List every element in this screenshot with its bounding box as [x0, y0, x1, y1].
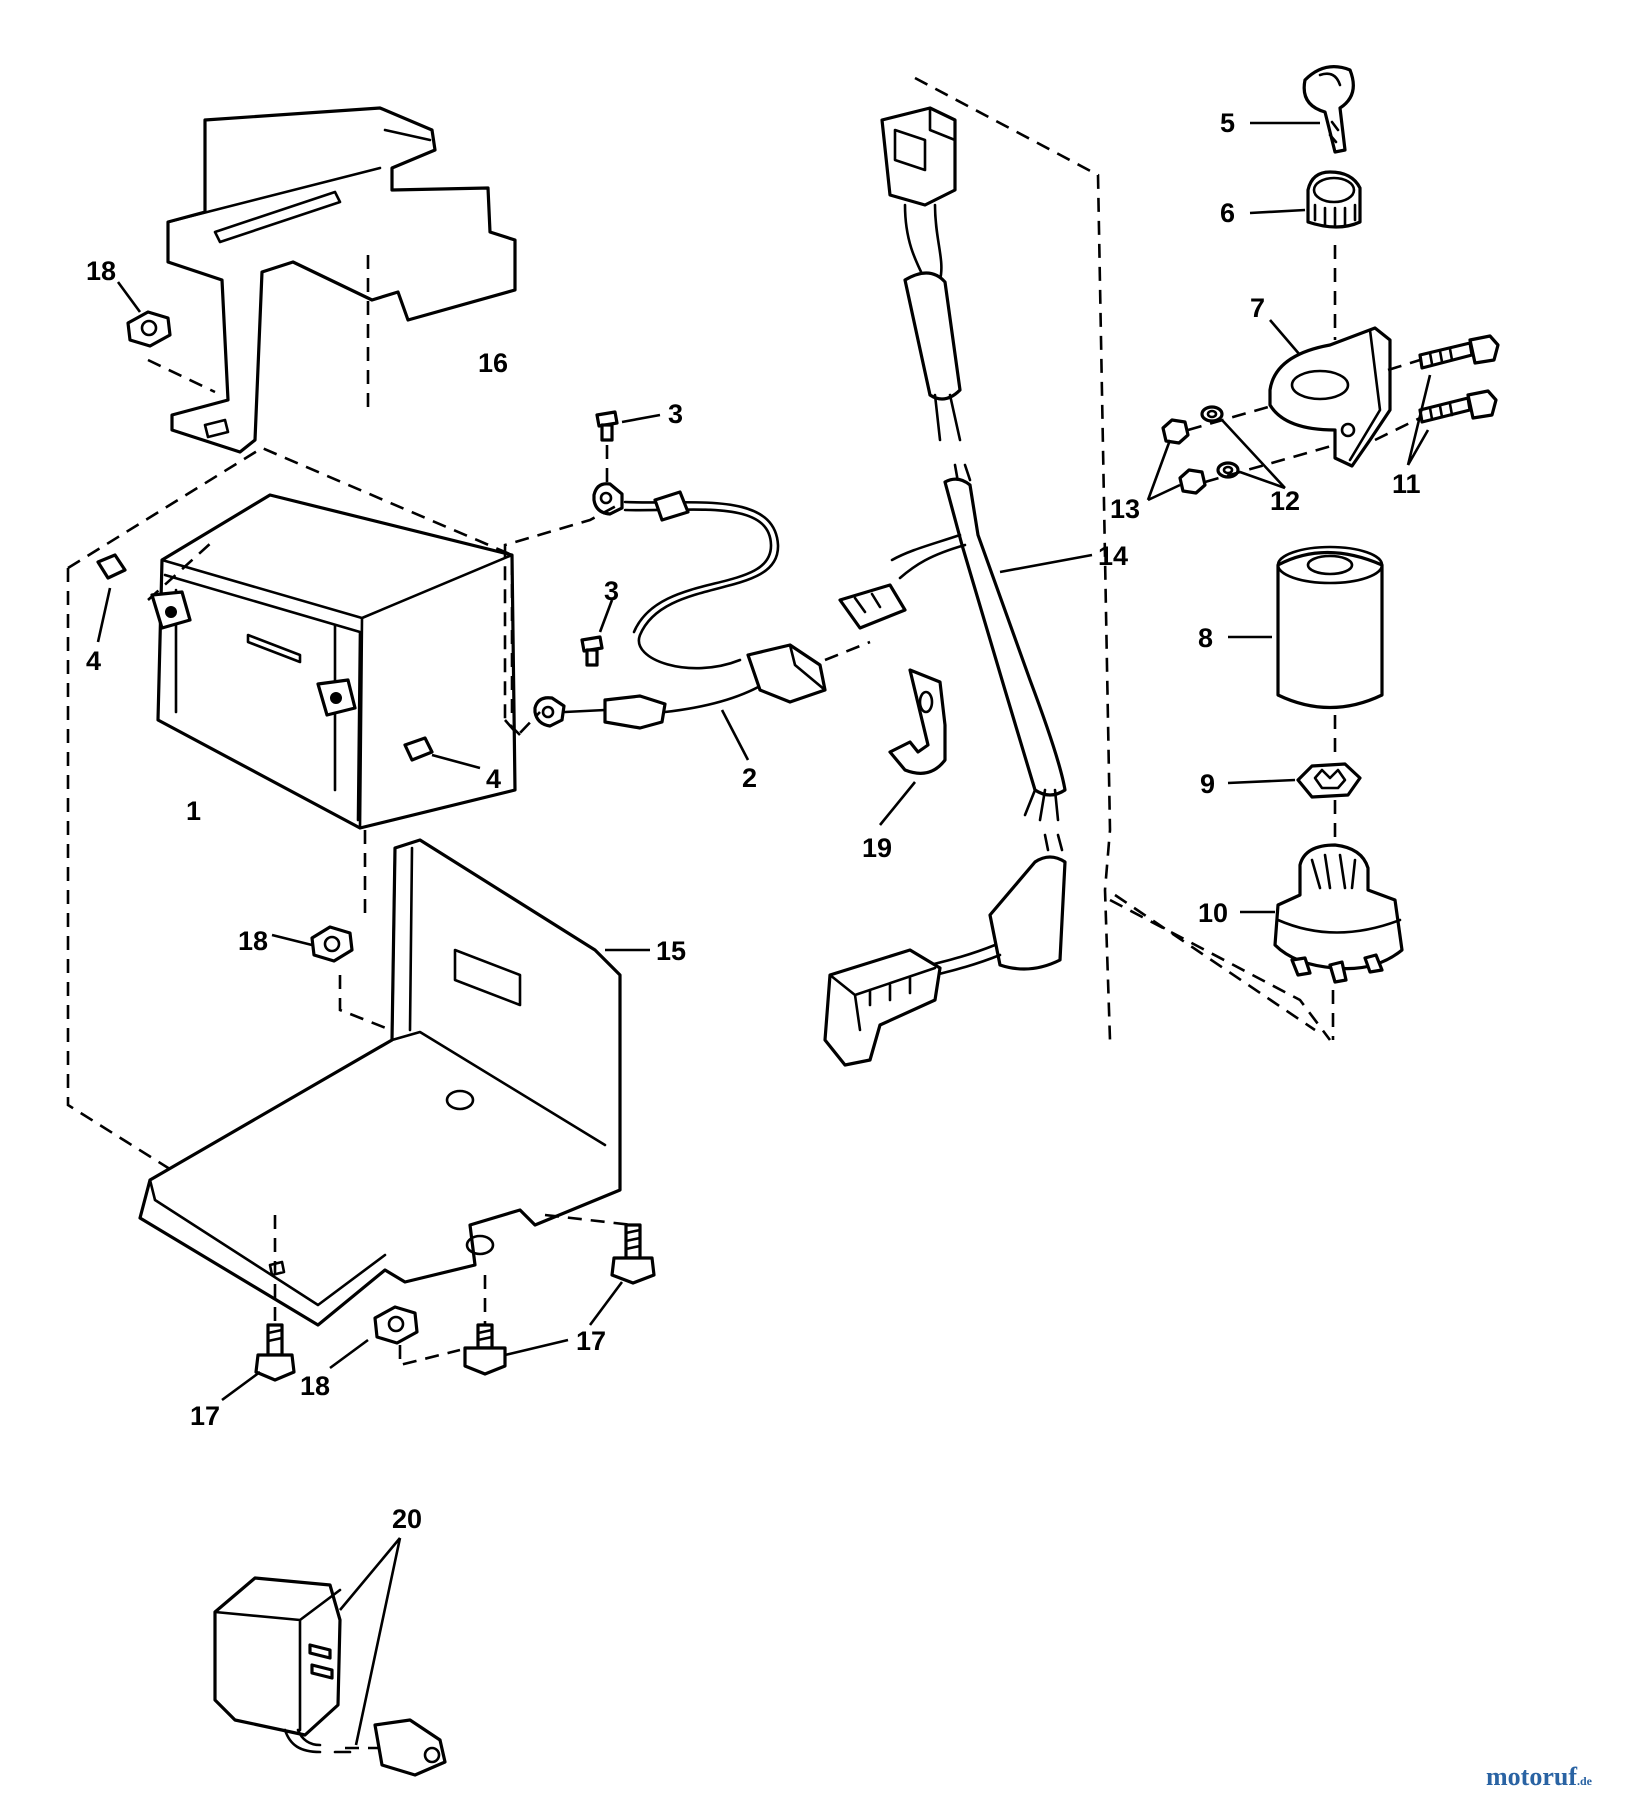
- callout-1: 1: [186, 796, 201, 826]
- callout-3a: 3: [668, 399, 683, 429]
- part-12-washer-lower: [1216, 461, 1240, 479]
- callout-18c: 18: [300, 1371, 330, 1401]
- callout-6: 6: [1220, 198, 1235, 228]
- part-4-square-nut-bottom: [403, 736, 434, 762]
- part-13-nut-upper: [1161, 418, 1190, 445]
- callout-12: 12: [1270, 486, 1300, 516]
- leader-11: [1406, 374, 1432, 466]
- callout-18a: 18: [86, 256, 116, 286]
- part-17-screw-middle: [463, 1323, 507, 1376]
- part-11-bolt-upper: [1418, 334, 1500, 370]
- callout-5: 5: [1220, 108, 1235, 138]
- part-5-key: [1302, 65, 1355, 154]
- callout-20: 20: [392, 1504, 422, 1534]
- part-12-washer-upper: [1200, 405, 1224, 423]
- callout-4b: 4: [486, 764, 501, 794]
- callout-3b: 3: [604, 576, 619, 606]
- part-10-ignition-switch: [1273, 843, 1404, 984]
- part-6-knurled-nut: [1306, 170, 1362, 229]
- part-14-wire-harness: [823, 106, 1067, 1067]
- leader-4a: [96, 587, 112, 643]
- part-11-bolt-lower: [1418, 389, 1498, 424]
- part-9-lock-nut: [1296, 762, 1362, 799]
- part-1-battery: [150, 493, 517, 830]
- bolt11a-dash: [1387, 358, 1421, 372]
- callout-18b: 18: [238, 926, 268, 956]
- nut13a-dash: [1187, 403, 1276, 432]
- part-18-hex-nut-middle: [310, 925, 354, 963]
- watermark-logo: motoruf.de: [1486, 1762, 1592, 1792]
- part-18-hex-nut-top: [126, 310, 172, 348]
- leader-14: [999, 553, 1093, 574]
- ignition-frame-dash-1: [914, 76, 1112, 1041]
- callout-14: 14: [1098, 541, 1128, 571]
- leader-2: [720, 709, 750, 761]
- callout-4a: 4: [86, 646, 101, 676]
- leader-9: [1227, 778, 1296, 785]
- leader-20: [339, 1537, 402, 1746]
- part-13-nut-lower: [1178, 468, 1207, 495]
- nut18c-dash: [398, 1345, 461, 1367]
- callout-17a: 17: [190, 1401, 220, 1431]
- leader-3b: [598, 599, 614, 633]
- leader-17c: [588, 1281, 624, 1326]
- leader-18c: [329, 1338, 369, 1370]
- cable-to-harness-dash: [824, 640, 871, 662]
- leader-7: [1269, 319, 1301, 356]
- nut18b-dash: [338, 975, 481, 1067]
- leader-3a: [621, 413, 661, 424]
- bracket-dash: [147, 541, 213, 601]
- ignition-frame-dash-3: [1114, 893, 1316, 1032]
- callout-13: 13: [1110, 494, 1140, 524]
- callout-17b: 17: [576, 1326, 606, 1356]
- leader-12: [1221, 419, 1286, 490]
- cable-dash-1: [503, 503, 619, 736]
- leader-4b: [431, 753, 481, 770]
- callout-2: 2: [742, 763, 757, 793]
- callout-7: 7: [1250, 293, 1265, 323]
- part-18-hex-nut-bottom: [373, 1305, 419, 1345]
- part-17-screw-left: [254, 1323, 296, 1382]
- part-20-battery-charger: [213, 1576, 447, 1777]
- leader-18a: [116, 281, 142, 313]
- bolt11b-dash: [1374, 416, 1421, 442]
- part-8-spacer-tube: [1276, 545, 1384, 709]
- leader-17a: [221, 1370, 261, 1402]
- part-15-battery-tray: [138, 838, 622, 1327]
- callout-15: 15: [656, 936, 686, 966]
- nut18-dash: [147, 358, 216, 394]
- callout-9: 9: [1200, 769, 1215, 799]
- part-19-clip: [888, 668, 947, 775]
- watermark-name: motoruf: [1486, 1762, 1577, 1791]
- watermark-tld: .de: [1577, 1774, 1592, 1788]
- callout-10: 10: [1198, 898, 1228, 928]
- leader-19: [878, 781, 917, 826]
- battery-dash-frame: [67, 446, 514, 720]
- cable-dash-2: [504, 711, 541, 737]
- part-7-mounting-bracket: [1268, 326, 1392, 468]
- callout-11: 11: [1392, 469, 1421, 499]
- part-17-screw-right: [610, 1223, 656, 1285]
- leader-6: [1249, 208, 1306, 215]
- callout-8: 8: [1198, 623, 1213, 653]
- callout-16: 16: [478, 348, 508, 378]
- screw17c-dash: [544, 1213, 633, 1227]
- leader-13: [1146, 439, 1181, 502]
- part-4-square-nut-top: [96, 553, 127, 580]
- part-3-bolt-lower: [580, 635, 604, 667]
- part-3-bolt-top: [595, 410, 619, 442]
- part-2-battery-cable: [533, 482, 827, 730]
- part-16-battery-bracket: [166, 106, 517, 454]
- leader-18b: [271, 933, 313, 947]
- leader-17b: [504, 1338, 569, 1357]
- callout-19: 19: [862, 833, 892, 863]
- callout-labels: 1 2 3 3 4 4 5 6 7 8 9 10 11 12 13 14 15 …: [86, 108, 1421, 1534]
